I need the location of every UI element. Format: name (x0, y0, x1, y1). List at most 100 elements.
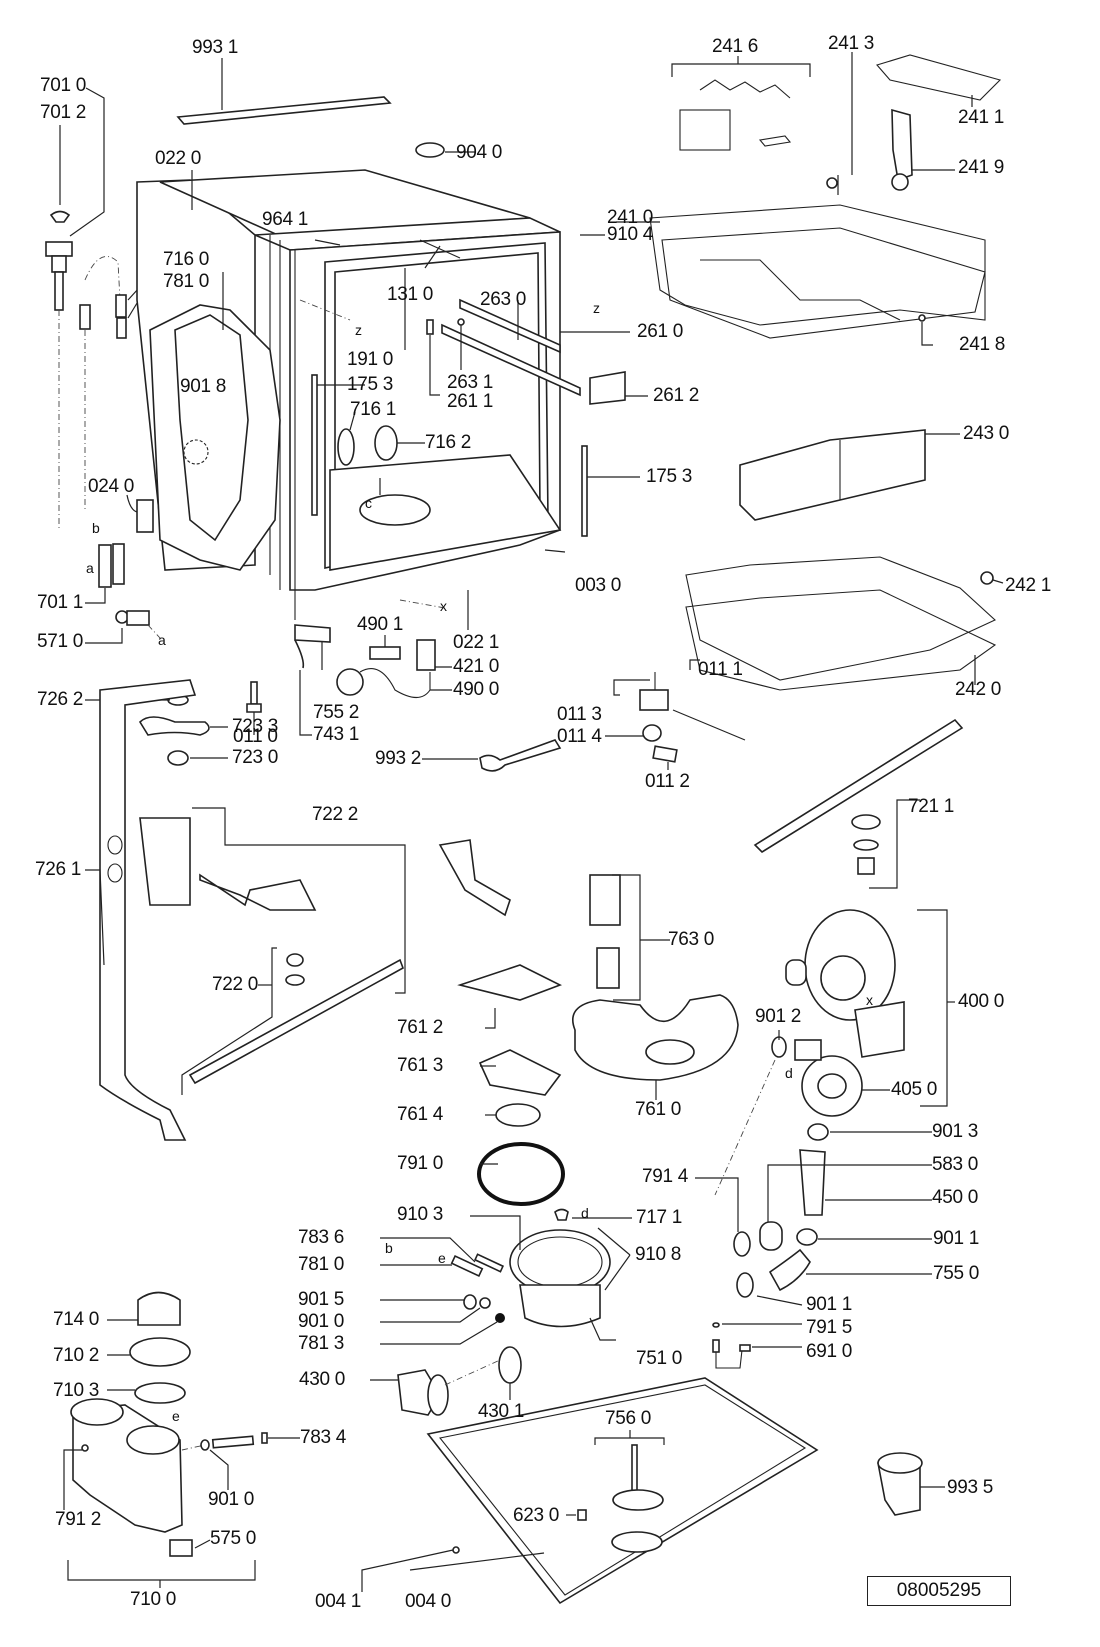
ref-letter-e: e (172, 1408, 180, 1424)
label-571-0: 571 0 (37, 631, 84, 652)
part-450-0-heater (799, 1149, 932, 1216)
label-131-0: 131 0 (387, 284, 434, 305)
part-241-6-rack-set (671, 56, 811, 151)
label-191-0: 191 0 (347, 349, 394, 370)
ref-letter-z: z (355, 322, 362, 338)
label-791-4: 791 4 (642, 1166, 689, 1187)
label-400-0: 400 0 (958, 991, 1005, 1012)
label-763-0: 763 0 (668, 929, 715, 950)
label-901-1-lower: 901 1 (806, 1294, 853, 1315)
label-241-1: 241 1 (958, 107, 1005, 128)
part-583-0-strainer (759, 1164, 932, 1251)
label-490-1: 490 1 (357, 614, 404, 635)
part-131-0-rail (314, 239, 461, 350)
label-901-5: 901 5 (298, 1289, 345, 1310)
part-755-2-clip (294, 624, 331, 736)
part-761-4-gasket (485, 1103, 541, 1127)
part-721-1-upper-spray-arm (753, 718, 964, 889)
ref-letter-e: e (438, 1250, 446, 1266)
label-011-1: 011 1 (698, 659, 743, 680)
label-755-0: 755 0 (933, 1263, 980, 1284)
ref-letter-x: x (440, 598, 447, 614)
label-901-0-lower: 901 0 (208, 1489, 255, 1510)
ref-letter-d: d (785, 1065, 793, 1081)
label-910-3: 910 3 (397, 1204, 444, 1225)
part-710-2-ring (107, 1337, 191, 1367)
label-743-1: 743 1 (313, 724, 360, 745)
part-241-0-upper-basket (580, 175, 986, 346)
label-710-0: 710 0 (130, 1589, 177, 1610)
label-781-3: 781 3 (298, 1333, 345, 1354)
label-242-0: 242 0 (955, 679, 1002, 700)
label-691-0: 691 0 (806, 1341, 853, 1362)
label-722-2: 722 2 (312, 804, 359, 825)
label-901-1-upper: 901 1 (933, 1228, 980, 1249)
part-575-0-valve (169, 1539, 211, 1557)
part-241-9-holder (891, 108, 955, 191)
label-241-6: 241 6 (712, 36, 759, 57)
ref-letter-b: b (92, 520, 100, 536)
label-175-3-lower: 175 3 (646, 466, 693, 487)
part-791-5-691-0-sensor (712, 1322, 802, 1369)
label-901-8: 901 8 (180, 376, 227, 397)
part-755-0-elbow-hose (768, 1248, 932, 1292)
label-024-0: 024 0 (88, 476, 135, 497)
label-714-0: 714 0 (53, 1309, 100, 1330)
label-791-2: 791 2 (55, 1509, 102, 1530)
label-722-0: 722 0 (212, 974, 259, 995)
part-761-2-spray-pipe (438, 839, 562, 1029)
label-901-0-upper: 901 0 (298, 1311, 345, 1332)
label-904-0: 904 0 (456, 142, 503, 163)
part-722-2-lower-arm-group (139, 807, 406, 1095)
part-993-1-strip (176, 58, 392, 125)
ref-letter-x: x (866, 992, 873, 1008)
part-791-0-ring (477, 1142, 565, 1206)
part-430-0-drain-pump (370, 1346, 522, 1416)
ref-letter-b: b (385, 1240, 393, 1256)
label-783-4: 783 4 (300, 1427, 347, 1448)
label-004-0: 004 0 (405, 1591, 452, 1612)
label-761-4: 761 4 (397, 1104, 444, 1125)
part-571-0-valve (85, 610, 161, 644)
part-022-1-frame-base (399, 590, 469, 630)
label-716-0: 716 0 (163, 249, 210, 270)
label-723-3: 723 3 (232, 716, 279, 737)
label-022-1: 022 1 (453, 632, 500, 653)
label-964-1: 964 1 (262, 209, 309, 230)
label-755-2: 755 2 (313, 702, 360, 723)
label-242-1: 242 1 (1005, 575, 1052, 596)
part-761-3-bracket (478, 1049, 562, 1096)
part-751-0-sump (470, 1208, 632, 1341)
ref-letter-a: a (86, 560, 94, 576)
part-011-1-rail-parts (605, 659, 746, 770)
part-993-2-wrench (422, 739, 562, 772)
label-751-0: 751 0 (636, 1348, 683, 1369)
label-405-0: 405 0 (891, 1079, 938, 1100)
part-714-0-salt-cap (107, 1291, 181, 1326)
label-781-0-upper: 781 0 (163, 271, 210, 292)
label-261-2: 261 2 (653, 385, 700, 406)
part-243-0-cutlery-basket (739, 429, 960, 521)
label-701-1: 701 1 (37, 592, 84, 613)
part-241-1-cup-rack (876, 54, 1002, 107)
label-004-1: 004 1 (315, 1591, 362, 1612)
label-901-3: 901 3 (932, 1121, 979, 1142)
part-175-3-strip (311, 374, 640, 537)
label-910-8: 910 8 (635, 1244, 682, 1265)
part-783-6-781-0-hoses (380, 1237, 505, 1345)
label-261-1: 261 1 (447, 391, 494, 412)
part-726-1-spray-pipe (85, 679, 197, 1141)
label-241-3: 241 3 (828, 33, 875, 54)
label-761-0: 761 0 (635, 1099, 682, 1120)
part-024-0-bracket (126, 494, 154, 533)
part-723-3-upper-arm (138, 716, 228, 736)
part-701-1-clip (85, 543, 125, 604)
label-783-6: 783 6 (298, 1227, 345, 1248)
part-004-0-base-plate (361, 1377, 819, 1605)
label-710-2: 710 2 (53, 1345, 100, 1366)
label-175-3-upper: 175 3 (347, 374, 394, 395)
label-701-2: 701 2 (40, 102, 87, 123)
label-791-0: 791 0 (397, 1153, 444, 1174)
label-583-0: 583 0 (932, 1154, 979, 1175)
label-761-2: 761 2 (397, 1017, 444, 1038)
